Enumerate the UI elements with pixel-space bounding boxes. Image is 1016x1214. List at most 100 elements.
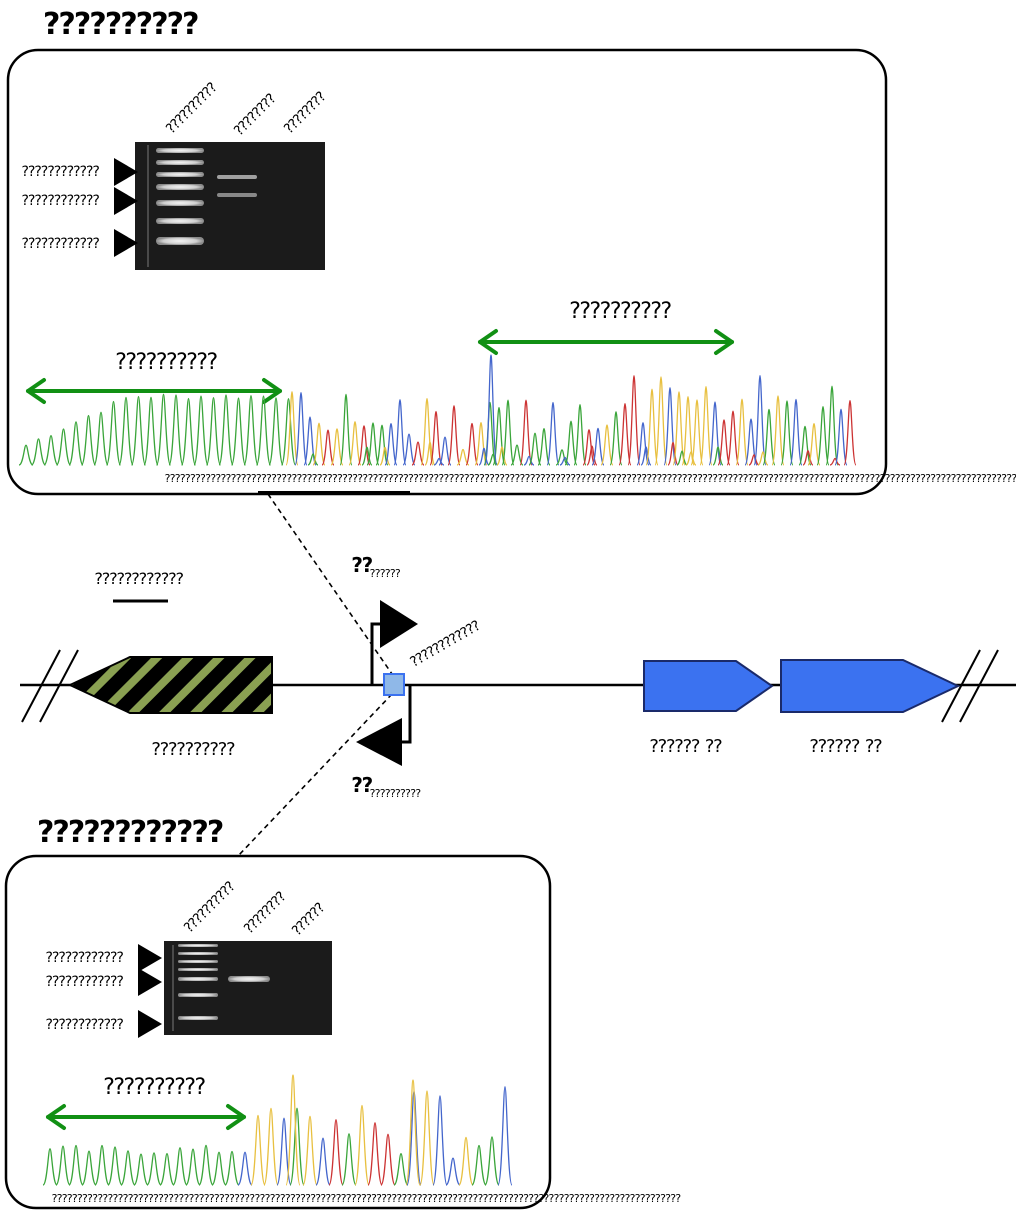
gene-2-label: ⁇⁇⁇ ⁇ <box>810 736 882 757</box>
chromatogram-peak <box>120 1150 136 1186</box>
chromatogram-peak <box>143 396 159 466</box>
gel-b-sample-band <box>228 976 270 982</box>
chromatogram-peak <box>393 1153 409 1186</box>
chromatogram-peak <box>366 422 380 466</box>
panel-a-frame <box>6 48 888 496</box>
chromatogram-peak <box>218 394 234 466</box>
promoter-forward-arrow-icon <box>380 600 418 648</box>
gel-image-b <box>164 941 332 1035</box>
chromatogram-peak <box>438 436 452 466</box>
chromatogram-peak <box>250 1114 266 1186</box>
chromatogram-peak <box>211 1151 227 1186</box>
chromatogram-peak <box>600 424 614 466</box>
marker-arrow-icon <box>114 187 138 215</box>
chromatogram-peak <box>330 428 344 466</box>
chromatogram-peak <box>348 421 362 466</box>
chromatogram-peak <box>582 429 596 466</box>
chromatogram-peak <box>771 395 785 466</box>
sequence-a: ⁇⁇⁇⁇⁇⁇⁇⁇⁇⁇⁇⁇⁇⁇⁇⁇⁇⁇⁇⁇⁇⁇⁇⁇⁇⁇⁇⁇⁇⁇⁇⁇⁇⁇⁇⁇⁇⁇⁇⁇… <box>165 472 1016 485</box>
chromatogram-peak <box>393 399 407 466</box>
chromatogram-peak <box>354 1104 370 1186</box>
chromatogram-peak <box>484 1136 500 1186</box>
chromatogram-peak <box>834 408 848 466</box>
chromatogram-peak <box>30 438 47 466</box>
chromatogram-peak <box>433 457 445 466</box>
chromatogram-peak <box>294 392 308 466</box>
chromatogram-peak <box>429 410 443 466</box>
chromatogram-peak <box>564 420 578 466</box>
chromatogram-peak <box>573 403 587 466</box>
chromatogram-peak <box>68 1144 84 1186</box>
chromatogram-peak <box>405 1079 421 1186</box>
sequence-b: ⁇⁇⁇⁇⁇⁇⁇⁇⁇⁇⁇⁇⁇⁇⁇⁇⁇⁇⁇⁇⁇⁇⁇⁇⁇⁇⁇⁇⁇⁇⁇⁇⁇⁇⁇⁇⁇⁇⁇⁇… <box>52 1192 681 1205</box>
chromatogram-peak <box>816 405 830 466</box>
chromatogram-peak <box>478 447 490 466</box>
chromatogram-peak <box>559 456 571 466</box>
promoter-forward-subscript: ⁇⁇⁇ <box>370 567 400 580</box>
chromatogram-peak <box>528 432 542 466</box>
chromatogram-peak <box>130 395 147 466</box>
chromatogram-peak <box>43 435 59 466</box>
region-label: ⁇⁇⁇⁇⁇ <box>104 1075 205 1100</box>
chromatogram-peak <box>555 449 569 466</box>
chromatogram-peak <box>445 1157 461 1186</box>
chromatogram-peak <box>825 385 839 466</box>
chromatogram-peak <box>829 457 841 466</box>
chromatogram-peak <box>735 398 749 466</box>
chromatogram-peak <box>510 444 524 466</box>
chromatogram-peak <box>471 1144 487 1186</box>
chromatogram-b <box>42 1074 513 1186</box>
chromatogram-peak <box>285 1074 301 1186</box>
chromatogram-peak <box>193 395 209 466</box>
gene-2-arrow <box>780 659 961 713</box>
chromatogram-peak <box>537 428 551 466</box>
promoter-reverse-subscript: ⁇⁇⁇⁇⁇ <box>370 787 421 800</box>
chromatogram-peak <box>268 397 284 466</box>
chromatogram-peak <box>586 445 598 466</box>
marker-arrow-icon <box>138 968 162 996</box>
break-mark-icon <box>21 649 999 723</box>
chromatogram-peak <box>375 424 389 466</box>
chromatogram-peak <box>367 1122 383 1186</box>
chromatogram-peak <box>55 1145 71 1186</box>
chromatogram-peak <box>676 450 688 466</box>
chromatogram-a <box>18 354 857 466</box>
chromatogram-peak <box>94 1144 110 1186</box>
chromatogram-peak <box>627 374 641 466</box>
chromatogram-peak <box>447 405 461 466</box>
chromatogram-peak <box>159 1153 175 1186</box>
connector-dashed-line <box>237 693 393 857</box>
promoter-reverse-arrow-icon <box>356 718 402 766</box>
chromatogram-peak <box>757 451 769 466</box>
chromatogram-peak <box>654 376 668 466</box>
chromatogram-peak <box>807 423 821 466</box>
chromatogram-peak <box>172 1147 188 1186</box>
chromatogram-peak <box>280 398 297 466</box>
marker-arrow-icon <box>138 1010 162 1038</box>
chromatogram-peak <box>798 425 812 466</box>
gel-b-size-marker: ⁇⁇⁇⁇⁇⁇ <box>46 1017 124 1033</box>
chromatogram-peak <box>105 400 122 466</box>
chromatogram-peak <box>243 394 259 466</box>
hatched-gene-shape <box>67 656 273 714</box>
panel-a-title: ⁇⁇⁇⁇⁇ <box>44 7 199 42</box>
promoter-reverse-letter: ⁇ <box>352 773 373 797</box>
chromatogram-peak <box>80 414 97 466</box>
chromatogram-peak <box>789 398 803 466</box>
chromatogram-peak <box>591 427 605 466</box>
chromatogram-peak <box>55 428 72 466</box>
chromatogram-peak <box>748 454 760 466</box>
chromatogram-peak <box>312 422 326 466</box>
chromatogram-peak <box>328 1118 344 1186</box>
chromatogram-peak <box>458 1136 474 1186</box>
gel-a-sample-bands <box>217 175 257 197</box>
chromatogram-peak <box>224 1150 240 1186</box>
chromatogram-peak <box>618 402 632 466</box>
chromatogram-peak <box>146 1152 162 1186</box>
chromatogram-peak <box>717 419 731 466</box>
chromatogram-peak <box>185 1148 201 1186</box>
chromatogram-peak <box>699 386 713 466</box>
chromatogram-peak <box>341 1133 357 1186</box>
chromatogram-peak <box>68 421 84 466</box>
